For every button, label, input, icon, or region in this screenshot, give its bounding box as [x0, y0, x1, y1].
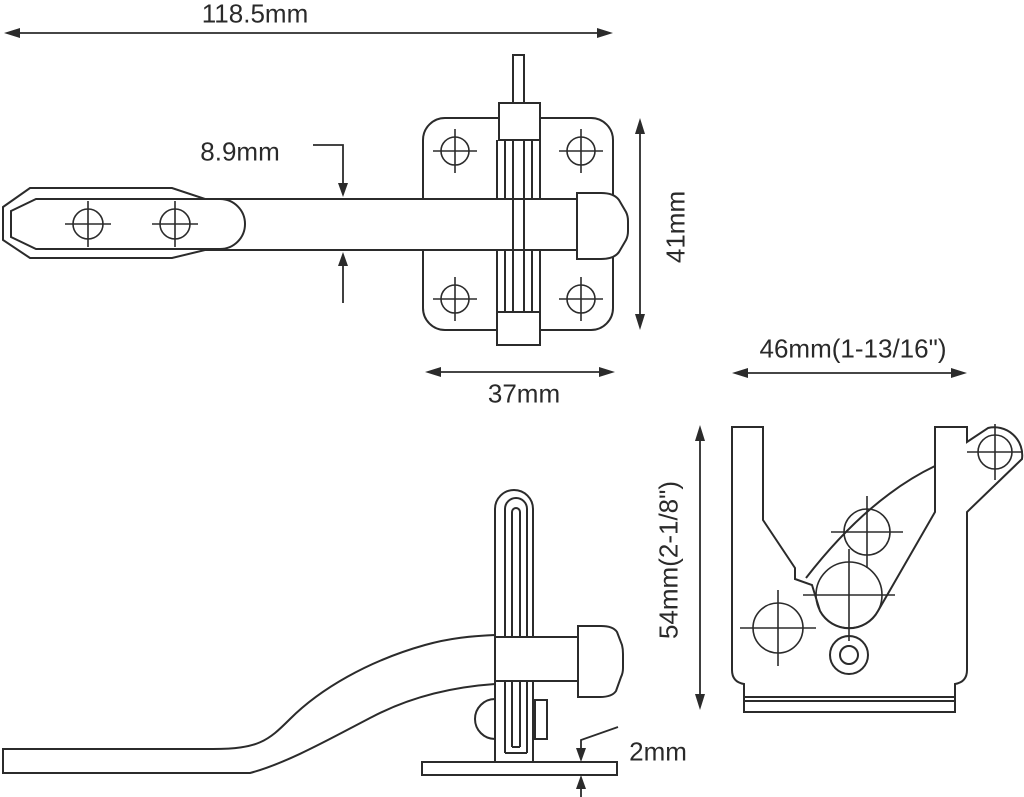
plan-view	[2, 54, 629, 346]
dimension-plate-width	[425, 367, 615, 377]
slide-bolt-rod	[512, 140, 525, 312]
slide-block-top	[498, 102, 541, 141]
bracket-holes	[740, 424, 1023, 666]
bracket-base-lines	[744, 696, 955, 702]
foot-plate	[421, 761, 618, 776]
label-bracket-width: 46mm(1-13/16")	[759, 333, 947, 364]
dimension-bracket-width	[732, 368, 967, 378]
label-plate-width: 37mm	[487, 378, 561, 409]
dimension-material-thickness	[576, 726, 619, 797]
latch-knob-side	[577, 625, 624, 698]
side-view	[2, 489, 624, 776]
front-view	[731, 424, 1024, 713]
plate-screw-holes	[433, 129, 603, 321]
label-bracket-height: 54mm(2-1/8")	[653, 480, 684, 640]
dimension-bracket-height	[695, 425, 705, 710]
arm-swing-arc	[805, 465, 936, 579]
dimension-plate-height	[635, 118, 645, 330]
label-material-thickness: 2mm	[629, 736, 687, 767]
label-arm-width: 8.9mm	[200, 136, 280, 167]
pin-bar-fill	[496, 638, 578, 680]
rivet-ring	[829, 635, 869, 675]
arm-screw-holes	[65, 201, 198, 247]
catch-tab	[534, 699, 548, 740]
dimension-overall-length	[4, 28, 613, 38]
arm-profile	[2, 633, 496, 774]
pin-bar	[494, 636, 578, 682]
latch-knob	[576, 192, 629, 260]
bolt-rod-tip	[512, 54, 525, 103]
catch-bracket	[731, 426, 1024, 713]
label-plate-height: 41mm	[660, 190, 691, 264]
label-overall-length: 118.5mm	[201, 0, 309, 29]
roller-bulge	[474, 698, 496, 740]
latch-arm-inner-outline	[10, 198, 246, 250]
bolt-housing	[494, 489, 534, 762]
slide-block-bottom	[496, 311, 541, 346]
dimension-arm-width	[313, 144, 348, 303]
